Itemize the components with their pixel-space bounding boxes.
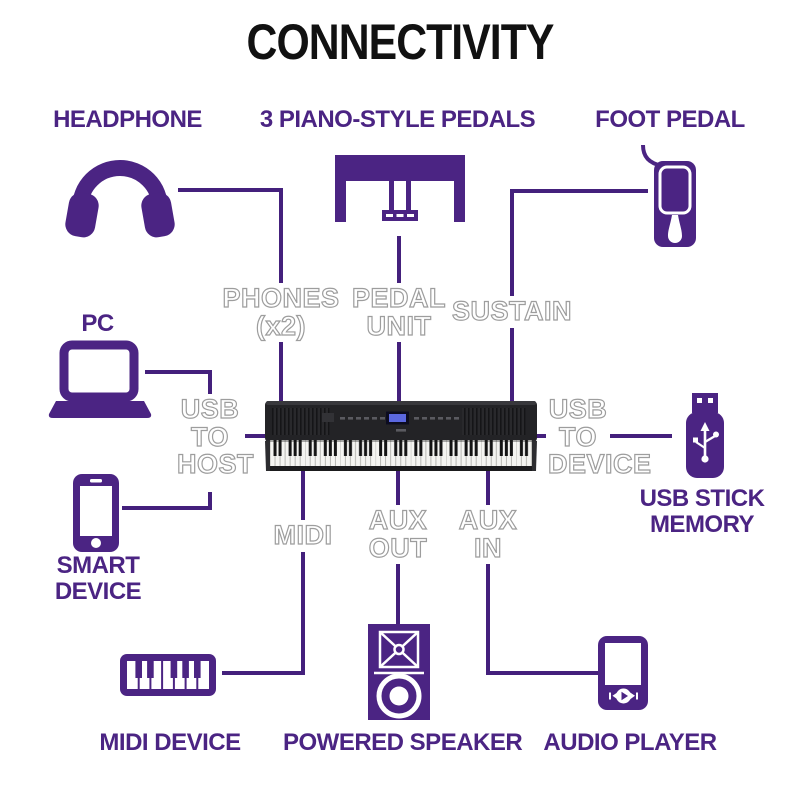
connector-auxin-v (486, 468, 490, 675)
audio-player-icon (598, 636, 648, 710)
connector-footpedal-h (510, 189, 648, 193)
headphone-label: HEADPHONE (53, 106, 202, 133)
connector-pc-v (208, 370, 212, 394)
connector-smart-h (122, 506, 212, 510)
port-label-pedal-unit: PEDAL UNIT (344, 283, 454, 343)
usb-stick-icon (686, 393, 724, 478)
port-label-aux-in: AUX IN (454, 505, 522, 565)
smart-device-label: SMART DEVICE (54, 552, 142, 606)
smartphone-icon (73, 474, 119, 552)
port-label-phones: PHONES (x2) (221, 283, 341, 343)
connector-pc-h (145, 370, 212, 374)
digital-piano-image (265, 401, 537, 471)
page-title: CONNECTIVITY (246, 12, 555, 71)
connector-smart-v (208, 492, 212, 510)
powered-speaker-label: POWERED SPEAKER (283, 729, 523, 756)
usb-stick-label: USB STICK MEMORY (639, 485, 765, 539)
connector-device-stick (610, 434, 672, 438)
midi-device-label: MIDI DEVICE (99, 729, 241, 756)
port-label-usb-to-host: USB TO HOST (176, 394, 255, 481)
headphones-icon (65, 160, 175, 238)
connector-midi-v (301, 468, 305, 675)
connector-auxin-h (486, 671, 599, 675)
audio-player-label: AUDIO PLAYER (543, 729, 717, 756)
port-label-sustain: SUSTAIN (451, 296, 573, 328)
foot-pedal-icon (641, 144, 696, 247)
midi-keyboard-icon (120, 654, 216, 696)
pc-label: PC (81, 310, 114, 337)
connector-host-piano (245, 434, 276, 438)
connector-headphone-h (178, 188, 282, 192)
port-label-midi: MIDI (270, 520, 336, 552)
pedal-unit-icon (335, 155, 465, 222)
port-label-usb-to-device: USB TO DEVICE (547, 394, 652, 481)
port-label-aux-out: AUX OUT (363, 505, 433, 565)
connector-midi-h (222, 671, 305, 675)
laptop-icon (48, 340, 152, 418)
foot-pedal-label: FOOT PEDAL (595, 106, 745, 133)
pedals-label: 3 PIANO-STYLE PEDALS (259, 106, 536, 133)
speaker-icon (368, 624, 430, 720)
